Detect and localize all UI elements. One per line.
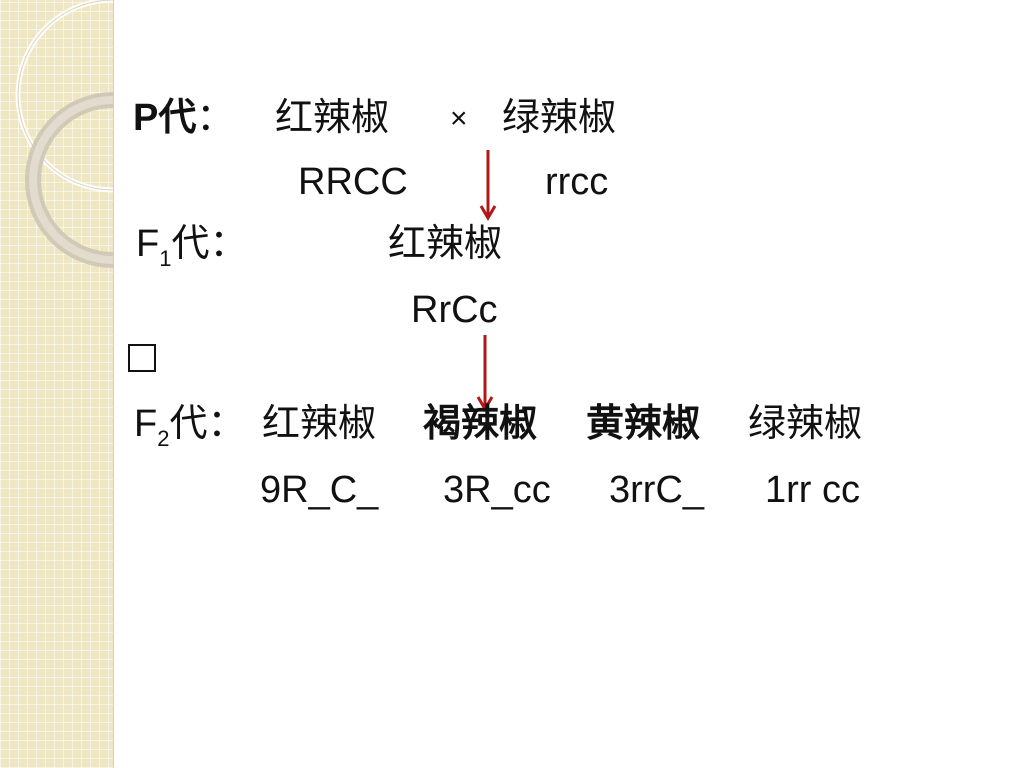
p-parent2-phenotype: 绿辣椒 xyxy=(502,97,617,139)
f1-phenotype: 红辣椒 xyxy=(388,223,503,265)
f1-generation-row: F1代： xyxy=(136,222,248,271)
f2-phenotype-green: 绿辣椒 xyxy=(748,403,863,445)
f1-label-suffix: 代 xyxy=(171,223,210,265)
decorative-circles xyxy=(15,0,113,268)
down-arrow-icon xyxy=(476,335,494,412)
f2-label-letter: F xyxy=(134,403,158,445)
p-generation-row: P代： xyxy=(133,96,234,140)
f2-genotype-green: 1rr cc xyxy=(765,469,860,511)
down-arrow-icon xyxy=(479,150,497,221)
cross-symbol: × xyxy=(450,102,468,135)
f2-phenotype-brown: 褐辣椒 xyxy=(423,403,538,445)
f2-label-subscript: 2 xyxy=(157,426,170,451)
p-generation-colon: ： xyxy=(196,97,235,139)
f2-label-suffix: 代 xyxy=(169,403,208,445)
p-generation-label: P代 xyxy=(133,97,197,139)
f2-phenotype-yellow: 黄辣椒 xyxy=(586,403,701,445)
empty-box-icon xyxy=(128,344,156,372)
f2-generation-row: F2代： xyxy=(134,402,246,451)
f1-label-subscript: 1 xyxy=(159,246,172,271)
f2-phenotype-red: 红辣椒 xyxy=(262,403,377,445)
p-parent2-genotype: rrcc xyxy=(545,161,609,203)
f1-genotype: RrCc xyxy=(411,289,498,331)
f1-colon: ： xyxy=(209,223,248,265)
f2-colon: ： xyxy=(207,403,246,445)
f2-genotype-red: 9R_C_ xyxy=(260,469,379,511)
p-parent1-genotype: RRCC xyxy=(298,161,408,203)
f2-genotype-yellow: 3rrC_ xyxy=(609,469,705,511)
f1-label-letter: F xyxy=(136,223,160,265)
p-parent1-phenotype: 红辣椒 xyxy=(275,97,390,139)
f2-genotype-brown: 3R_cc xyxy=(443,469,551,511)
